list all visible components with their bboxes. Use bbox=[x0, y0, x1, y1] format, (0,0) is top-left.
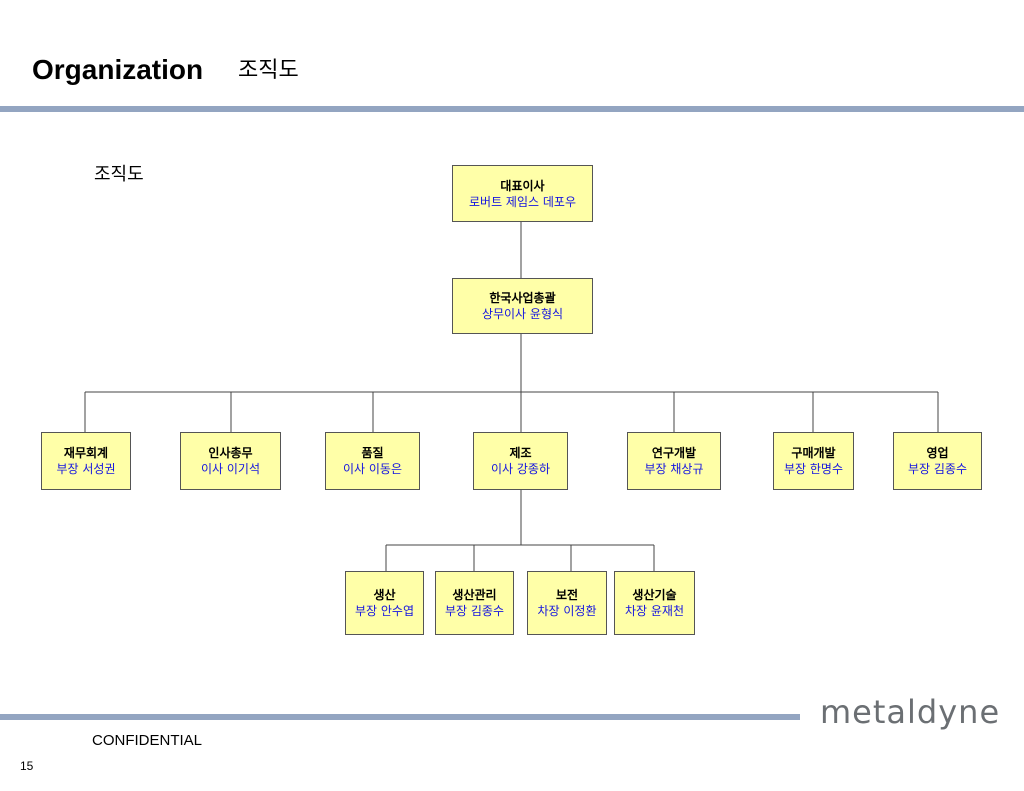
node-role: 생산기술 bbox=[632, 588, 677, 602]
node-role: 인사총무 bbox=[208, 446, 253, 460]
node-role: 영업 bbox=[926, 446, 949, 460]
org-node-dept: 품질 이사 이동은 bbox=[325, 432, 420, 490]
metaldyne-logo: metaldyne bbox=[820, 693, 1001, 731]
org-node-mfg-unit: 생산기술 차장 윤재천 bbox=[614, 571, 695, 635]
node-role: 보전 bbox=[555, 588, 579, 602]
org-node-dept: 연구개발 부장 채상규 bbox=[627, 432, 721, 490]
org-node-ceo: 대표이사 로버트 제임스 데포우 bbox=[452, 165, 593, 222]
node-role: 품질 bbox=[361, 446, 384, 460]
node-person: 로버트 제임스 데포우 bbox=[469, 194, 576, 209]
org-node-dept: 재무회계 부장 서성권 bbox=[41, 432, 131, 490]
node-person: 차장 윤재천 bbox=[624, 604, 684, 618]
org-node-korea-head: 한국사업총괄 상무이사 윤형식 bbox=[452, 278, 593, 334]
page-number: 15 bbox=[20, 759, 34, 773]
node-person: 이사 이동은 bbox=[342, 462, 402, 476]
node-role: 구매개발 bbox=[791, 446, 836, 460]
node-person: 이사 강종하 bbox=[490, 462, 550, 476]
header-rule bbox=[0, 106, 1024, 112]
org-node-mfg-unit: 보전 차장 이정환 bbox=[527, 571, 607, 635]
org-node-dept: 영업 부장 김종수 bbox=[893, 432, 982, 490]
node-role: 생산관리 bbox=[452, 588, 497, 602]
confidential-label: CONFIDENTIAL bbox=[92, 732, 203, 749]
node-person: 이사 이기석 bbox=[200, 462, 260, 476]
org-node-dept: 구매개발 부장 한명수 bbox=[773, 432, 854, 490]
chart-subtitle: 조직도 bbox=[94, 164, 144, 185]
node-person: 부장 채상규 bbox=[644, 462, 704, 476]
org-node-mfg-unit: 생산관리 부장 김종수 bbox=[435, 571, 514, 635]
node-role: 한국사업총괄 bbox=[489, 291, 556, 305]
node-person: 부장 김종수 bbox=[444, 604, 504, 618]
node-person: 부장 서성권 bbox=[56, 462, 116, 476]
page-title-ko: 조직도 bbox=[238, 58, 299, 83]
node-role: 재무회계 bbox=[63, 446, 109, 460]
node-person: 부장 한명수 bbox=[783, 462, 843, 476]
node-person: 차장 이정환 bbox=[537, 604, 597, 618]
node-person: 부장 김종수 bbox=[907, 462, 967, 476]
org-node-dept: 인사총무 이사 이기석 bbox=[180, 432, 281, 490]
page-title-en: Organization bbox=[32, 54, 204, 85]
node-role: 제조 bbox=[509, 446, 532, 460]
org-node-mfg-unit: 생산 부장 안수엽 bbox=[345, 571, 424, 635]
org-node-dept: 제조 이사 강종하 bbox=[473, 432, 568, 490]
node-role: 대표이사 bbox=[500, 178, 545, 193]
footer-rule bbox=[0, 714, 800, 720]
node-role: 생산 bbox=[373, 588, 396, 602]
node-person: 상무이사 윤형식 bbox=[481, 307, 564, 321]
node-role: 연구개발 bbox=[651, 446, 697, 460]
node-person: 부장 안수엽 bbox=[354, 604, 414, 618]
